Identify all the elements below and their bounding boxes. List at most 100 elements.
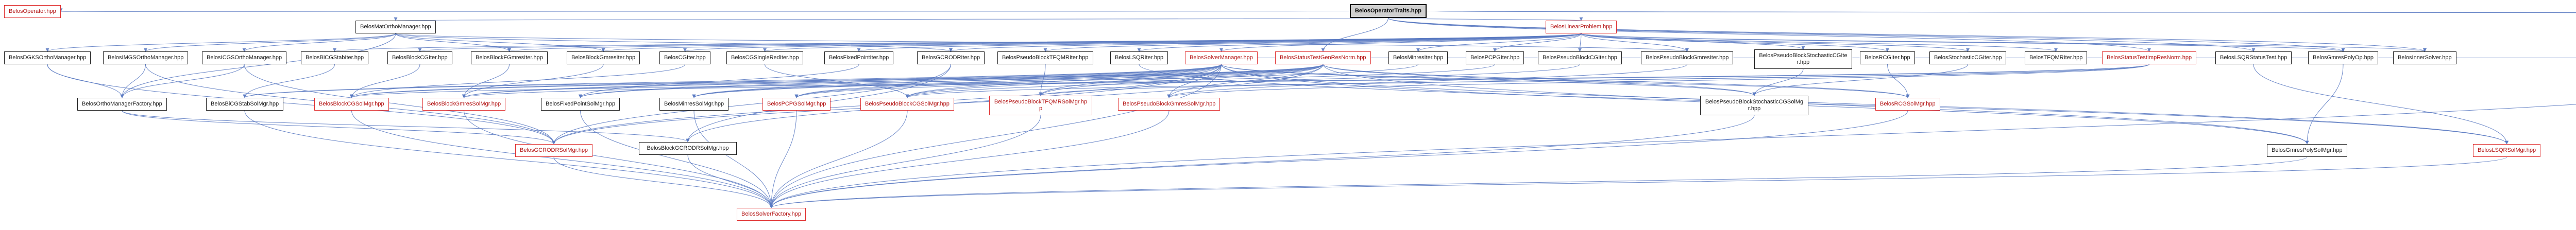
- include-edge: [1167, 64, 1222, 98]
- include-edge: [1388, 17, 2427, 52]
- graph-node[interactable]: BelosLSQRSolMgr.hpp: [2473, 144, 2541, 157]
- graph-node[interactable]: BelosBlockGCRODRSolMgr.hpp: [639, 142, 737, 155]
- graph-node[interactable]: BelosMatOrthoManager.hpp: [355, 21, 436, 33]
- graph-node[interactable]: BelosStatusTestImpResNorm.hpp: [2102, 51, 2197, 64]
- graph-node[interactable]: BelosGCRODRSolMgr.hpp: [515, 144, 593, 157]
- graph-node-label: BelosStatusTestImpResNorm.hpp: [2107, 55, 2192, 61]
- include-edge: [1039, 64, 1324, 96]
- graph-node[interactable]: BelosBlockGmresIter.hpp: [567, 51, 640, 64]
- graph-node-label: BelosPseudoBlockTFQMRSolMgr.hpp: [994, 99, 1088, 112]
- graph-node[interactable]: BelosCGSingleRedIter.hpp: [726, 51, 804, 64]
- include-edge: [395, 33, 605, 52]
- graph-node[interactable]: BelosBlockFGmresIter.hpp: [471, 51, 548, 64]
- graph-node-label: BelosPseudoBlockStochasticCGIter.hpp: [1759, 52, 1848, 65]
- graph-node[interactable]: BelosDGKSOrthoManager.hpp: [4, 51, 91, 64]
- include-edge: [769, 115, 1755, 208]
- graph-node[interactable]: BelosFixedPointIter.hpp: [824, 51, 894, 64]
- include-edge: [462, 64, 1324, 98]
- graph-node[interactable]: BelosGmresPolyOp.hpp: [2308, 51, 2378, 64]
- graph-node-label: BelosBlockCGIter.hpp: [392, 55, 448, 61]
- graph-node[interactable]: BelosMinresSolMgr.hpp: [659, 98, 729, 111]
- graph-node-label: BelosOperatorTraits.hpp: [1355, 8, 1421, 14]
- include-edge: [1323, 64, 1756, 96]
- graph-node[interactable]: BelosLSQRStatusTest.hpp: [2215, 51, 2292, 64]
- graph-node-label: BelosMinresIter.hpp: [1393, 55, 1444, 61]
- graph-node[interactable]: BelosStatusTestGenResNorm.hpp: [1275, 51, 1371, 64]
- include-edge: [683, 33, 1582, 52]
- graph-node[interactable]: BelosPseudoBlockGmresIter.hpp: [1641, 51, 1734, 64]
- include-edge: [769, 156, 2308, 208]
- graph-node-label: BelosLSQRStatusTest.hpp: [2220, 55, 2287, 61]
- graph-node-label: BelosBiCGStabIter.hpp: [306, 55, 364, 61]
- graph-node-label: BelosPseudoBlockGmresSolMgr.hpp: [1123, 101, 1216, 107]
- graph-node-label: BelosDGKSOrthoManager.hpp: [9, 55, 87, 61]
- graph-node[interactable]: BelosBlockCGSolMgr.hpp: [314, 98, 389, 111]
- graph-node[interactable]: BelosInnerSolver.hpp: [2393, 51, 2456, 64]
- graph-node[interactable]: BelosSolverManager.hpp: [1185, 51, 1258, 64]
- graph-node-label: BelosCGIter.hpp: [664, 55, 706, 61]
- graph-node[interactable]: BelosFixedPointSolMgr.hpp: [541, 98, 620, 111]
- graph-node[interactable]: BelosRCGIter.hpp: [1860, 51, 1915, 64]
- graph-node[interactable]: BelosOrthoManagerFactory.hpp: [77, 98, 167, 111]
- include-edge: [120, 64, 245, 98]
- graph-node[interactable]: BelosIMGSOrthoManager.hpp: [103, 51, 189, 64]
- graph-node[interactable]: BelosOperator.hpp: [4, 5, 61, 18]
- graph-node[interactable]: BelosPseudoBlockTFQMRIter.hpp: [997, 51, 1093, 64]
- include-edge: [395, 16, 1388, 21]
- include-edge: [464, 110, 773, 208]
- include-edge: [687, 154, 773, 208]
- graph-node[interactable]: BelosGmresPolySolMgr.hpp: [2267, 144, 2347, 157]
- graph-node-label: BelosBlockGmresSolMgr.hpp: [427, 101, 501, 107]
- include-edge: [1416, 33, 1582, 52]
- include-edge: [794, 64, 1324, 98]
- include-edge: [1139, 64, 2509, 145]
- include-edge: [122, 110, 690, 143]
- graph-node[interactable]: BelosBiCGStabSolMgr.hpp: [206, 98, 284, 111]
- include-edge: [1219, 33, 1582, 52]
- include-edge: [769, 115, 1041, 208]
- include-edge: [462, 64, 510, 98]
- graph-node[interactable]: BelosPseudoBlockStochasticCGIter.hpp: [1754, 49, 1852, 69]
- graph-node-label: BelosBlockGCRODRSolMgr.hpp: [647, 145, 729, 151]
- graph-node[interactable]: BelosLinearProblem.hpp: [1546, 21, 1617, 33]
- include-edge: [47, 64, 556, 145]
- graph-node-label: BelosPseudoBlockStochasticCGSolMgr.hpp: [1705, 99, 1804, 112]
- graph-node[interactable]: BelosBlockGmresSolMgr.hpp: [422, 98, 506, 111]
- graph-node[interactable]: BelosMinresIter.hpp: [1388, 51, 1448, 64]
- graph-node[interactable]: BelosICGSOrthoManager.hpp: [202, 51, 287, 64]
- graph-node-label: BelosRCGSolMgr.hpp: [1880, 101, 1936, 107]
- graph-node-label: BelosPCPGIter.hpp: [1470, 55, 1520, 61]
- graph-node[interactable]: BelosRCGSolMgr.hpp: [1875, 98, 1940, 111]
- graph-node[interactable]: BelosTFQMRIter.hpp: [2025, 51, 2088, 64]
- graph-node-label: BelosStochasticCGIter.hpp: [1934, 55, 2002, 61]
- include-edge: [45, 33, 396, 52]
- graph-node[interactable]: BelosPCPGSolMgr.hpp: [762, 98, 831, 111]
- include-edge: [1581, 33, 1970, 52]
- include-edge: [1887, 64, 1910, 98]
- graph-node[interactable]: BelosLSQRIter.hpp: [1110, 51, 1168, 64]
- include-edge: [122, 110, 556, 145]
- graph-node[interactable]: BelosBiCGStabIter.hpp: [301, 51, 369, 64]
- graph-node-root[interactable]: BelosOperatorTraits.hpp: [1350, 4, 1427, 18]
- include-edge: [462, 64, 2149, 98]
- graph-node-label: BelosPseudoBlockCGIter.hpp: [1543, 55, 1617, 61]
- graph-node[interactable]: BelosSolverFactory.hpp: [737, 208, 806, 221]
- include-edge: [244, 64, 556, 145]
- include-edge: [60, 9, 1350, 13]
- graph-node[interactable]: BelosBlockCGIter.hpp: [387, 51, 452, 64]
- include-edge: [350, 64, 420, 98]
- graph-node[interactable]: BelosPseudoBlockCGIter.hpp: [1538, 51, 1622, 64]
- graph-node[interactable]: BelosCGIter.hpp: [659, 51, 710, 64]
- include-edge: [1167, 64, 2149, 98]
- graph-node[interactable]: BelosStochasticCGIter.hpp: [1929, 51, 2007, 64]
- graph-node[interactable]: BelosPseudoBlockStochasticCGSolMgr.hpp: [1700, 96, 1808, 115]
- graph-node[interactable]: BelosPseudoBlockTFQMRSolMgr.hpp: [989, 96, 1092, 115]
- graph-node[interactable]: BelosPseudoBlockGmresSolMgr.hpp: [1118, 98, 1221, 111]
- include-edge: [553, 156, 773, 208]
- graph-node[interactable]: BelosGCRODRIter.hpp: [917, 51, 985, 64]
- graph-node-label: BelosOrthoManagerFactory.hpp: [82, 101, 162, 107]
- graph-node[interactable]: BelosPCPGIter.hpp: [1466, 51, 1524, 64]
- graph-node-label: BelosRCGIter.hpp: [1865, 55, 1910, 61]
- graph-node[interactable]: BelosPseudoBlockCGSolMgr.hpp: [860, 98, 954, 111]
